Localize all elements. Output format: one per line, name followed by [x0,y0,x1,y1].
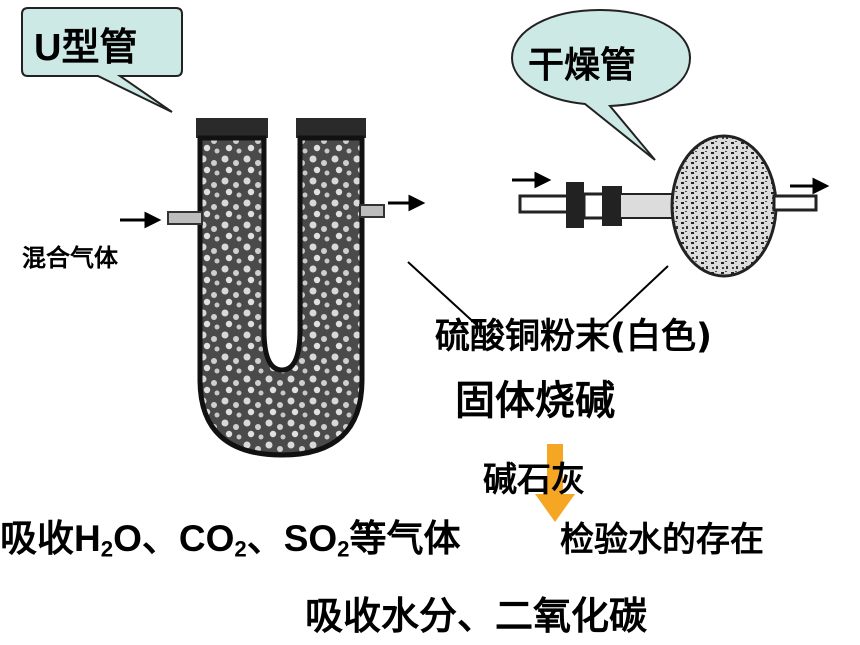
soda-lime-label: 碱石灰 [483,460,585,500]
flow-arrows [120,171,830,229]
drying-tube-callout-bubble [510,8,692,161]
u-tube-callout-bubble [21,7,183,113]
pointer-lines [407,261,669,331]
test-water-label: 检验水的存在 [560,520,764,560]
solid-caustic-soda-label: 固体烧碱 [455,378,615,424]
copper-sulfate-label: 硫酸铜粉末(白色) [435,317,712,357]
mixed-gas-label: 混合气体 [22,244,118,272]
absorb-water-co2-label: 吸收水分、二氧化碳 [305,594,648,638]
u-tube-callout-label: U型管 [34,27,138,69]
drying-tube-callout-label: 干燥管 [528,45,637,86]
absorb-gases-label: 吸收H2O、CO2、SO2等气体 [0,518,461,562]
u-tube-apparatus [167,118,385,458]
drying-tube-apparatus [518,134,818,278]
orange-down-arrow [535,444,575,522]
